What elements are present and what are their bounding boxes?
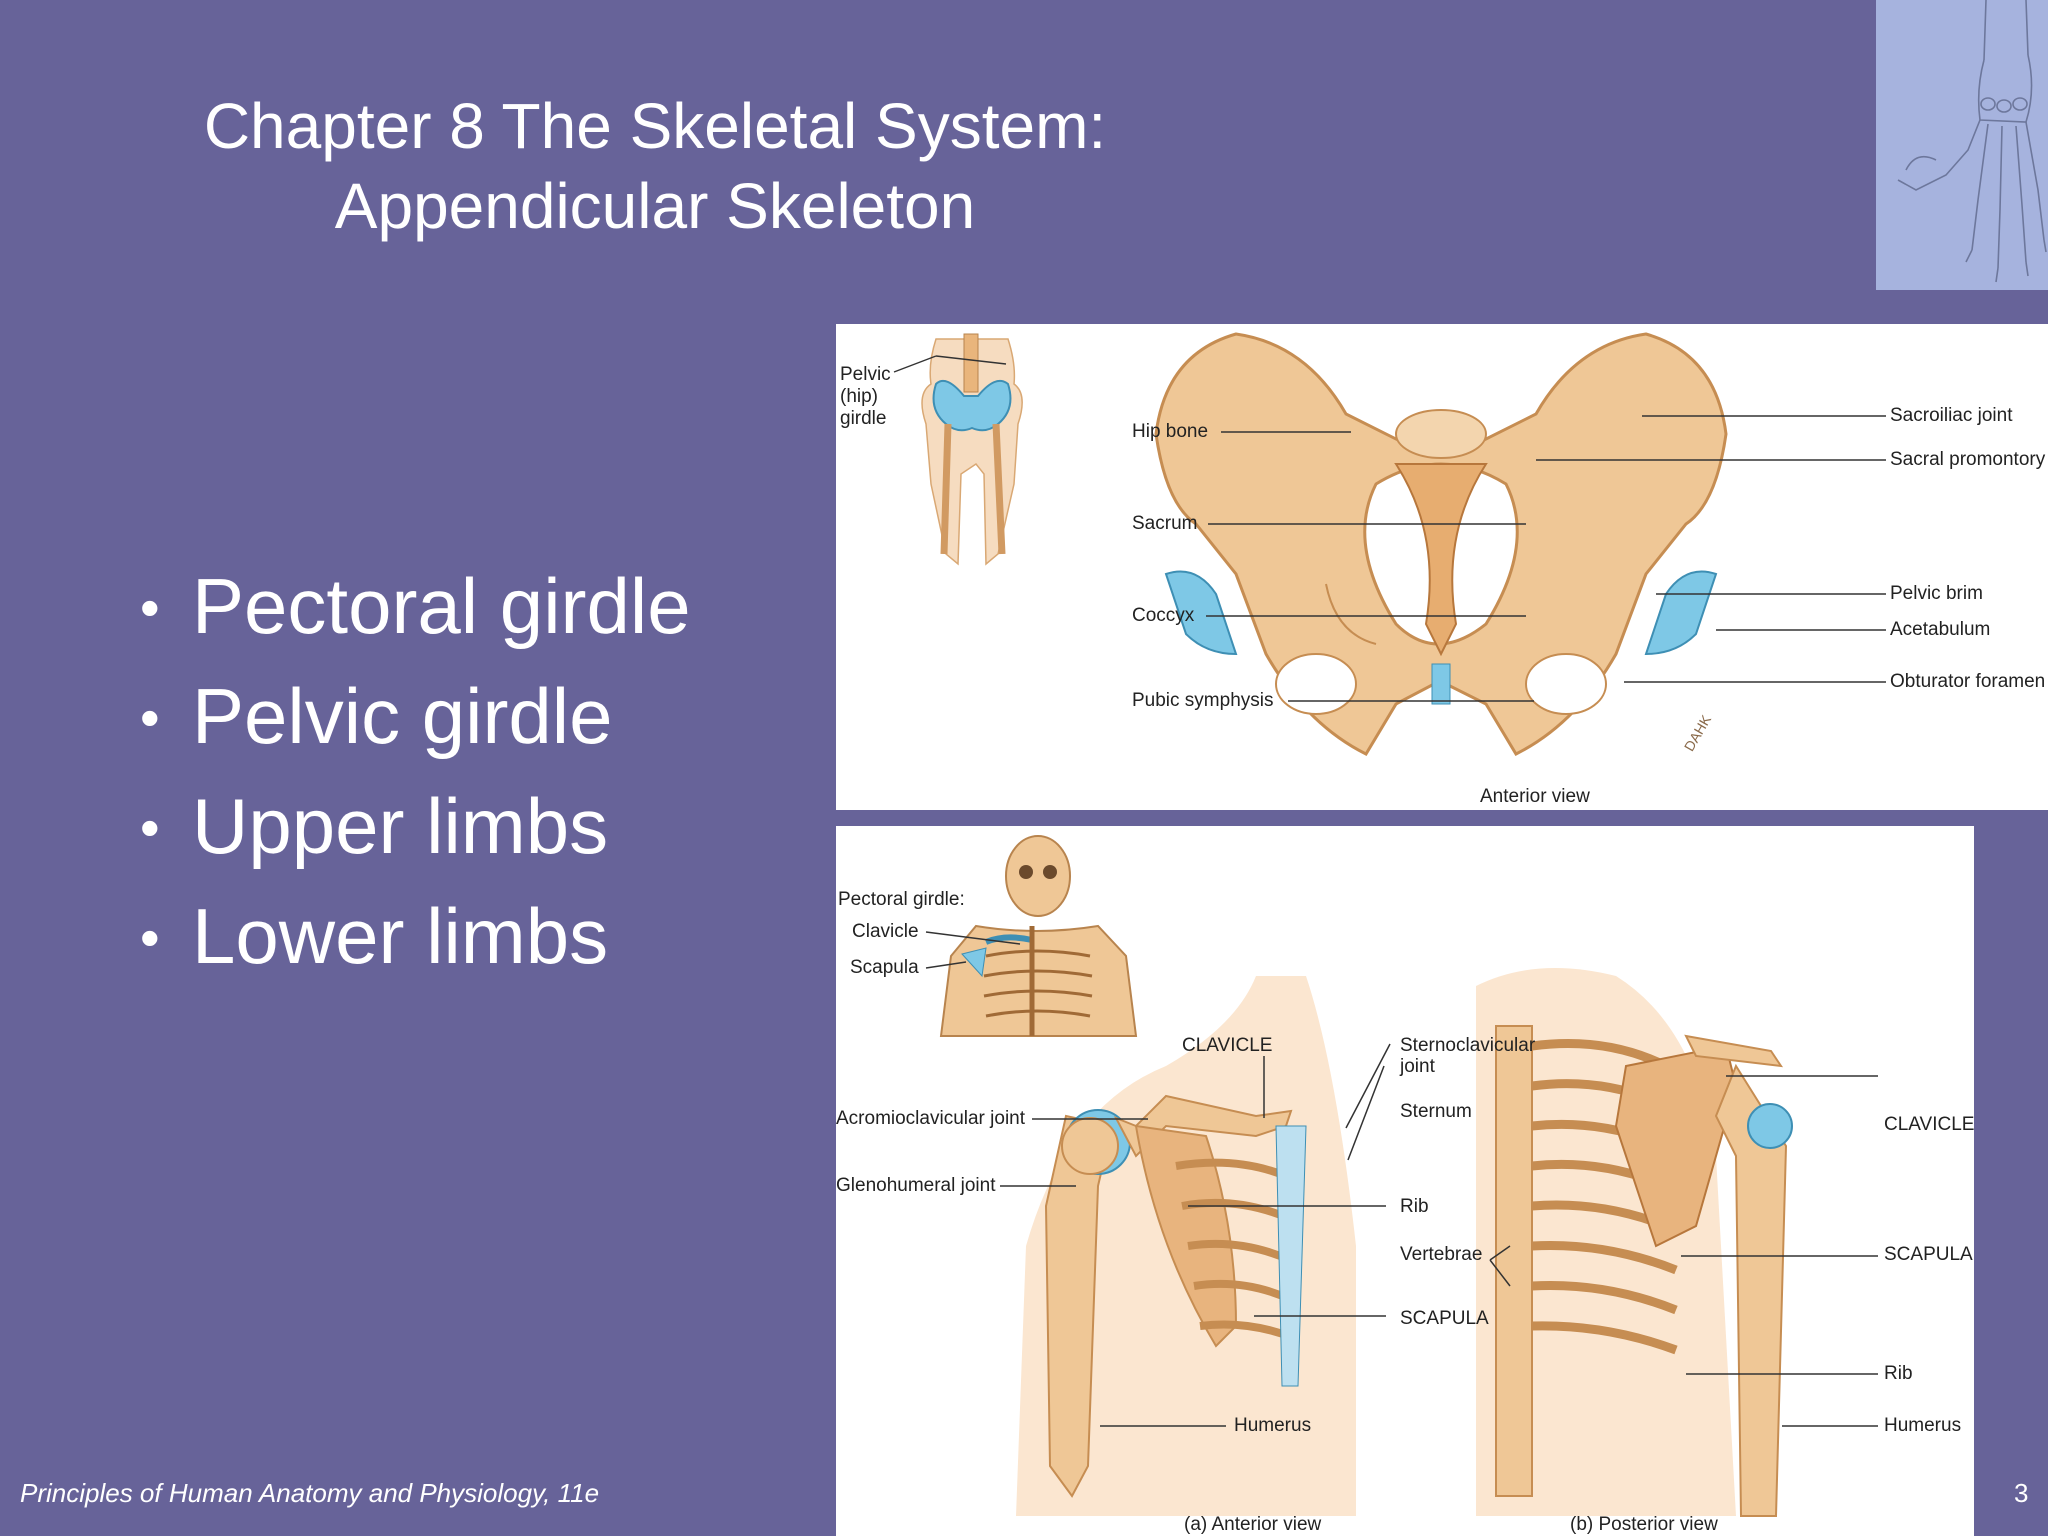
- caption-posterior-view: (b) Posterior view: [1570, 1514, 1718, 1535]
- pelvis-illustration: [893, 332, 1886, 756]
- label-scapula-anterior: SCAPULA: [1400, 1308, 1489, 1329]
- label-rib-anterior: Rib: [1400, 1196, 1429, 1217]
- pelvis-caption: Anterior view: [1480, 786, 1590, 807]
- label-sacroiliac-joint: Sacroiliac joint: [1890, 405, 2013, 426]
- label-line: joint: [1400, 1056, 1435, 1077]
- title-line-1: Chapter 8 The Skeletal System:: [203, 90, 1107, 162]
- slide-title: Chapter 8 The Skeletal System: Appendicu…: [120, 86, 1190, 246]
- bullet-glyph: •: [140, 796, 160, 859]
- label-acromioclavicular-joint: Acromioclavicular joint: [836, 1108, 1026, 1129]
- pelvic-girdle-inset-label: Pelvic (hip) girdle: [840, 364, 891, 430]
- label-clavicle-anterior: CLAVICLE: [1182, 1035, 1273, 1056]
- pelvic-girdle-figure: Pelvic (hip) girdle Hip bone Sacrum Cocc…: [836, 324, 2048, 810]
- bullet-glyph: •: [140, 576, 160, 639]
- bullet-list: • Pectoral girdle • Pelvic girdle • Upper l…: [140, 552, 691, 992]
- bullet-item: • Pelvic girdle: [140, 662, 691, 772]
- bullet-glyph: •: [140, 906, 160, 969]
- bullet-item: • Upper limbs: [140, 772, 691, 882]
- label-acetabulum: Acetabulum: [1890, 619, 1991, 640]
- label-glenohumeral-joint: Glenohumeral joint: [836, 1175, 996, 1196]
- label-pubic-symphysis: Pubic symphysis: [1132, 690, 1274, 711]
- label-inset-clavicle: Clavicle: [852, 921, 919, 942]
- label-sacral-promontory: Sacral promontory: [1890, 449, 2046, 470]
- bullet-text: Pelvic girdle: [192, 672, 613, 760]
- label-humerus-anterior: Humerus: [1234, 1415, 1312, 1436]
- label-inset-scapula: Scapula: [850, 957, 919, 978]
- label-pelvic-brim: Pelvic brim: [1890, 583, 1983, 604]
- inset-label-line: girdle: [840, 408, 887, 429]
- label-scapula-posterior: SCAPULA: [1884, 1244, 1973, 1265]
- title-line-2: Appendicular Skeleton: [334, 170, 976, 242]
- label-rib-posterior: Rib: [1884, 1363, 1913, 1384]
- label-hip-bone: Hip bone: [1132, 421, 1209, 442]
- label-humerus-posterior: Humerus: [1884, 1415, 1962, 1436]
- label-clavicle-posterior: CLAVICLE: [1884, 1114, 1974, 1135]
- bullet-text: Upper limbs: [192, 782, 609, 870]
- footer-text: Principles of Human Anatomy and Physiolo…: [20, 1478, 600, 1508]
- caption-anterior-view: (a) Anterior view: [1184, 1514, 1322, 1535]
- pectoral-inset-title: Pectoral girdle:: [838, 889, 965, 910]
- bullet-text: Lower limbs: [192, 892, 609, 980]
- label-line: Sternoclavicular: [1400, 1035, 1536, 1056]
- bullet-text: Pectoral girdle: [192, 562, 691, 650]
- label-sacrum: Sacrum: [1132, 513, 1198, 534]
- bullet-glyph: •: [140, 686, 160, 749]
- bullet-item: • Lower limbs: [140, 882, 691, 992]
- label-sternoclavicular-joint: Sternoclavicular joint: [1400, 1035, 1535, 1077]
- label-coccyx: Coccyx: [1132, 605, 1195, 626]
- hand-skeleton-image: [1876, 0, 2048, 290]
- bullet-item: • Pectoral girdle: [140, 552, 691, 662]
- pectoral-girdle-figure: Pectoral girdle: Clavicle Scapula CLAVIC…: [836, 826, 1974, 1536]
- label-vertebrae: Vertebrae: [1400, 1244, 1483, 1265]
- inset-label-line: Pelvic: [840, 364, 891, 385]
- label-obturator-foramen: Obturator foramen: [1890, 671, 2046, 692]
- page-number: 3: [2014, 1478, 2029, 1508]
- label-sternum: Sternum: [1400, 1101, 1472, 1122]
- inset-label-line: (hip): [840, 386, 879, 407]
- pectoral-illustration: [925, 835, 1878, 1517]
